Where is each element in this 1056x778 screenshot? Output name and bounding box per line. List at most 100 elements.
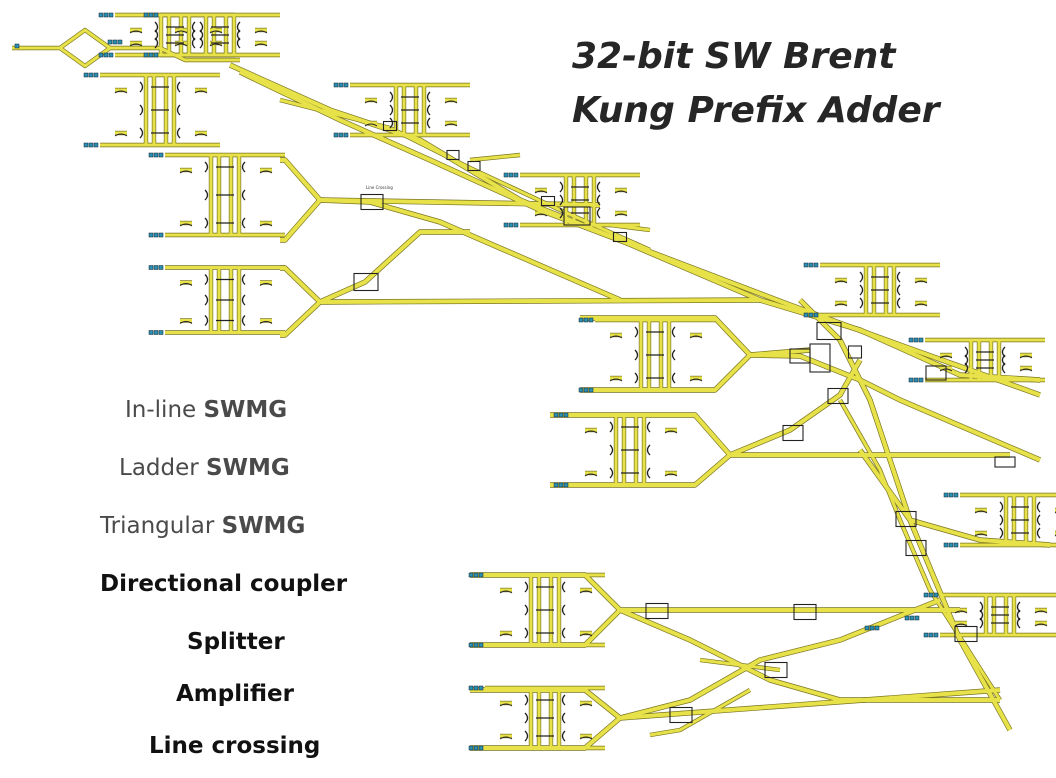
swmg-bracket bbox=[524, 581, 566, 593]
swmg-stub bbox=[954, 610, 968, 614]
waveguide-outline bbox=[470, 715, 622, 751]
waveguide bbox=[280, 266, 761, 304]
swmg-bracket bbox=[204, 189, 246, 201]
swmg-stub bbox=[1034, 623, 1048, 627]
pad bbox=[813, 312, 819, 318]
swmg-bracket bbox=[204, 294, 246, 306]
waveguide bbox=[319, 230, 470, 304]
diagram-title: 32-bit SW Brent Kung Prefix Adder bbox=[572, 30, 1052, 138]
line-crossing-box bbox=[467, 160, 481, 172]
swmg-stub bbox=[579, 736, 593, 740]
pad bbox=[918, 377, 924, 383]
pad bbox=[923, 632, 929, 638]
swmg-bracket bbox=[204, 315, 246, 326]
pad bbox=[112, 39, 118, 45]
swmg-stub bbox=[209, 43, 223, 47]
waveguide bbox=[280, 158, 601, 207]
swmg-stub bbox=[259, 283, 273, 286]
pad bbox=[803, 262, 809, 268]
line-crossing-box bbox=[563, 206, 591, 226]
swmg-stub bbox=[499, 703, 513, 707]
pad bbox=[478, 685, 484, 691]
swmg-bracket bbox=[389, 117, 431, 129]
pad bbox=[158, 265, 164, 270]
swmg-bracket bbox=[859, 284, 901, 296]
pad bbox=[143, 12, 149, 18]
swmg-stub bbox=[499, 736, 513, 740]
pad bbox=[468, 642, 474, 648]
swmg-stub bbox=[689, 378, 703, 382]
line-crossing-box bbox=[645, 602, 669, 620]
waveguide bbox=[609, 223, 651, 232]
swmg-stub bbox=[174, 30, 188, 34]
pad bbox=[14, 43, 20, 49]
swmg-stub bbox=[534, 213, 548, 217]
crossing-box-layer bbox=[353, 120, 1016, 724]
waveguide-outline bbox=[618, 607, 1000, 703]
pad bbox=[813, 262, 819, 268]
swmg-stub bbox=[499, 633, 513, 637]
swmg-stub bbox=[209, 30, 223, 34]
pad bbox=[508, 222, 514, 228]
swmg-stub bbox=[179, 321, 193, 324]
pad bbox=[563, 482, 569, 488]
swmg-bracket bbox=[859, 297, 901, 309]
pad bbox=[343, 82, 349, 88]
pad bbox=[914, 615, 920, 621]
pad bbox=[588, 317, 594, 323]
pad bbox=[553, 482, 559, 488]
pad bbox=[473, 685, 479, 691]
pad bbox=[808, 312, 814, 318]
swmg-bracket bbox=[999, 527, 1041, 539]
swmg-stub bbox=[584, 430, 598, 434]
pad bbox=[908, 337, 914, 343]
pad bbox=[103, 52, 109, 58]
waveguide bbox=[470, 716, 622, 750]
line-crossing-box bbox=[954, 625, 978, 643]
waveguide bbox=[619, 608, 1000, 702]
swmg-bracket bbox=[524, 604, 566, 616]
pad bbox=[874, 625, 880, 631]
pad bbox=[153, 152, 159, 158]
swmg-bracket bbox=[389, 104, 431, 116]
line-crossing-box bbox=[353, 272, 379, 292]
swmg-stub bbox=[939, 355, 953, 359]
waveguide-outline bbox=[749, 352, 1042, 463]
swmg-stub bbox=[579, 633, 593, 637]
swmg-stub bbox=[194, 90, 208, 94]
pad bbox=[468, 745, 474, 751]
swmg-bracket bbox=[609, 444, 651, 456]
pad bbox=[578, 387, 584, 393]
swmg-stub bbox=[834, 280, 848, 284]
pad bbox=[103, 12, 109, 18]
pad bbox=[88, 72, 94, 78]
pad bbox=[933, 592, 939, 598]
line-crossing-box bbox=[382, 120, 398, 132]
pad bbox=[943, 542, 949, 548]
waveguide bbox=[580, 353, 752, 392]
pad bbox=[98, 12, 104, 18]
swmg-stub bbox=[444, 100, 458, 104]
swmg-stub bbox=[954, 623, 968, 627]
swmg-bracket bbox=[634, 372, 676, 384]
swmg-bracket bbox=[559, 181, 601, 193]
pad bbox=[338, 82, 344, 88]
pad bbox=[558, 482, 564, 488]
swmg-bracket bbox=[524, 627, 566, 639]
pad bbox=[153, 330, 159, 335]
swmg-stub bbox=[129, 30, 143, 34]
line-crossing-box bbox=[895, 510, 917, 528]
swmg-stub bbox=[834, 303, 848, 307]
line-crossing-box bbox=[360, 193, 384, 211]
swmg-stub bbox=[194, 133, 208, 137]
swmg-stub bbox=[664, 430, 678, 434]
line-crossing-box bbox=[816, 321, 842, 341]
pad bbox=[148, 265, 154, 270]
swmg-bracket bbox=[154, 37, 196, 49]
waveguide bbox=[550, 453, 732, 487]
waveguide bbox=[838, 399, 1002, 701]
pad bbox=[153, 265, 159, 270]
swmg-stub bbox=[174, 43, 188, 47]
swmg-stub bbox=[534, 190, 548, 194]
swmg-bracket bbox=[999, 514, 1041, 526]
